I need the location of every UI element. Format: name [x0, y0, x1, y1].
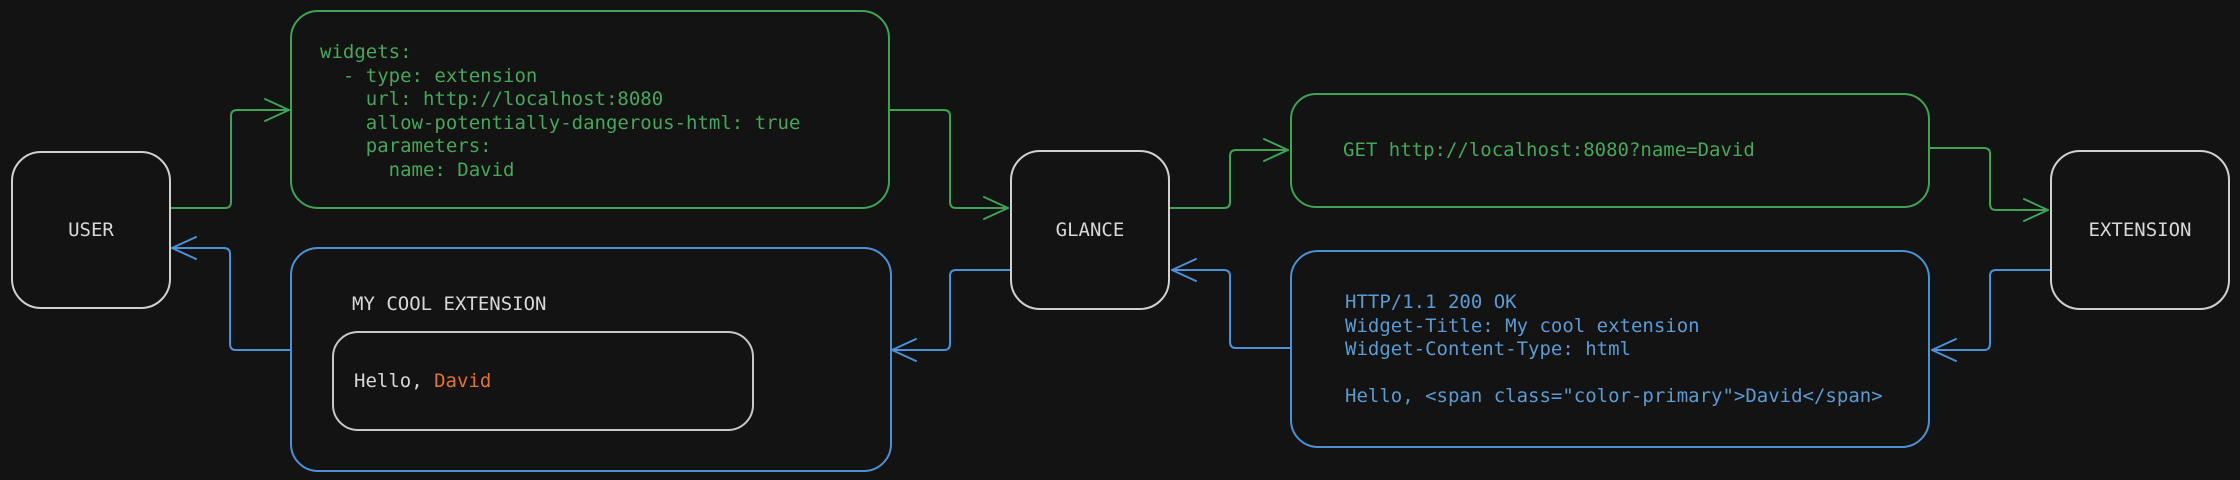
- arrow-user-to-config: [169, 98, 290, 209]
- config-line: name: David: [320, 158, 515, 181]
- response-line: HTTP/1.1 200 OK: [1345, 291, 1517, 313]
- config-line: parameters:: [320, 135, 492, 158]
- widget-title: MY COOL EXTENSION: [352, 293, 547, 315]
- node-user-label: USER: [68, 219, 114, 241]
- config-line: allow-potentially-dangerous-html: true: [320, 111, 801, 134]
- node-glance-label: GLANCE: [1055, 219, 1125, 241]
- rendered-widget-box: MY COOL EXTENSION Hello, David: [290, 247, 892, 472]
- arrowhead-right-icon: [2023, 198, 2049, 222]
- node-user: USER: [11, 151, 171, 309]
- arrow-glance-to-request: [1169, 138, 1289, 209]
- arrowhead-right-icon: [264, 98, 290, 122]
- node-glance: GLANCE: [1010, 150, 1170, 310]
- arrow-request-to-extension: [1929, 147, 2049, 222]
- response-line: [1345, 362, 1928, 386]
- arrow-widget-to-user: [171, 236, 291, 351]
- greeting-name: David: [434, 370, 492, 392]
- arrow-response-to-glance: [1171, 258, 1291, 349]
- http-response-box: HTTP/1.1 200 OK Widget-Title: My cool ex…: [1290, 250, 1930, 448]
- config-line: widgets:: [320, 41, 412, 63]
- node-extension-label: EXTENSION: [2088, 219, 2192, 241]
- arrowhead-left-icon: [891, 338, 917, 362]
- arrow-extension-to-response: [1931, 269, 2051, 362]
- http-request-box: GET http://localhost:8080?name=David: [1290, 93, 1930, 208]
- arrowhead-left-icon: [171, 236, 197, 260]
- arrowhead-right-icon: [1263, 138, 1289, 162]
- response-line: Widget-Title: My cool extension: [1345, 314, 1700, 337]
- arrowhead-right-icon: [983, 196, 1009, 220]
- request-line: GET http://localhost:8080?name=David: [1343, 138, 1755, 161]
- arrowhead-left-icon: [1171, 258, 1197, 282]
- arrow-config-to-glance: [889, 109, 1009, 220]
- node-extension: EXTENSION: [2050, 150, 2230, 310]
- widget-content-box: Hello, David: [332, 331, 754, 431]
- greeting-prefix: Hello,: [354, 370, 435, 392]
- arrowhead-left-icon: [1931, 338, 1957, 362]
- response-line: Hello, <span class="color-primary">David…: [1345, 385, 1883, 408]
- response-line: Widget-Content-Type: html: [1345, 338, 1631, 361]
- config-yaml-box: widgets: - type: extension url: http://l…: [290, 10, 890, 209]
- arrow-glance-to-widget: [891, 269, 1011, 362]
- config-line: url: http://localhost:8080: [320, 88, 664, 111]
- config-line: - type: extension: [320, 64, 538, 87]
